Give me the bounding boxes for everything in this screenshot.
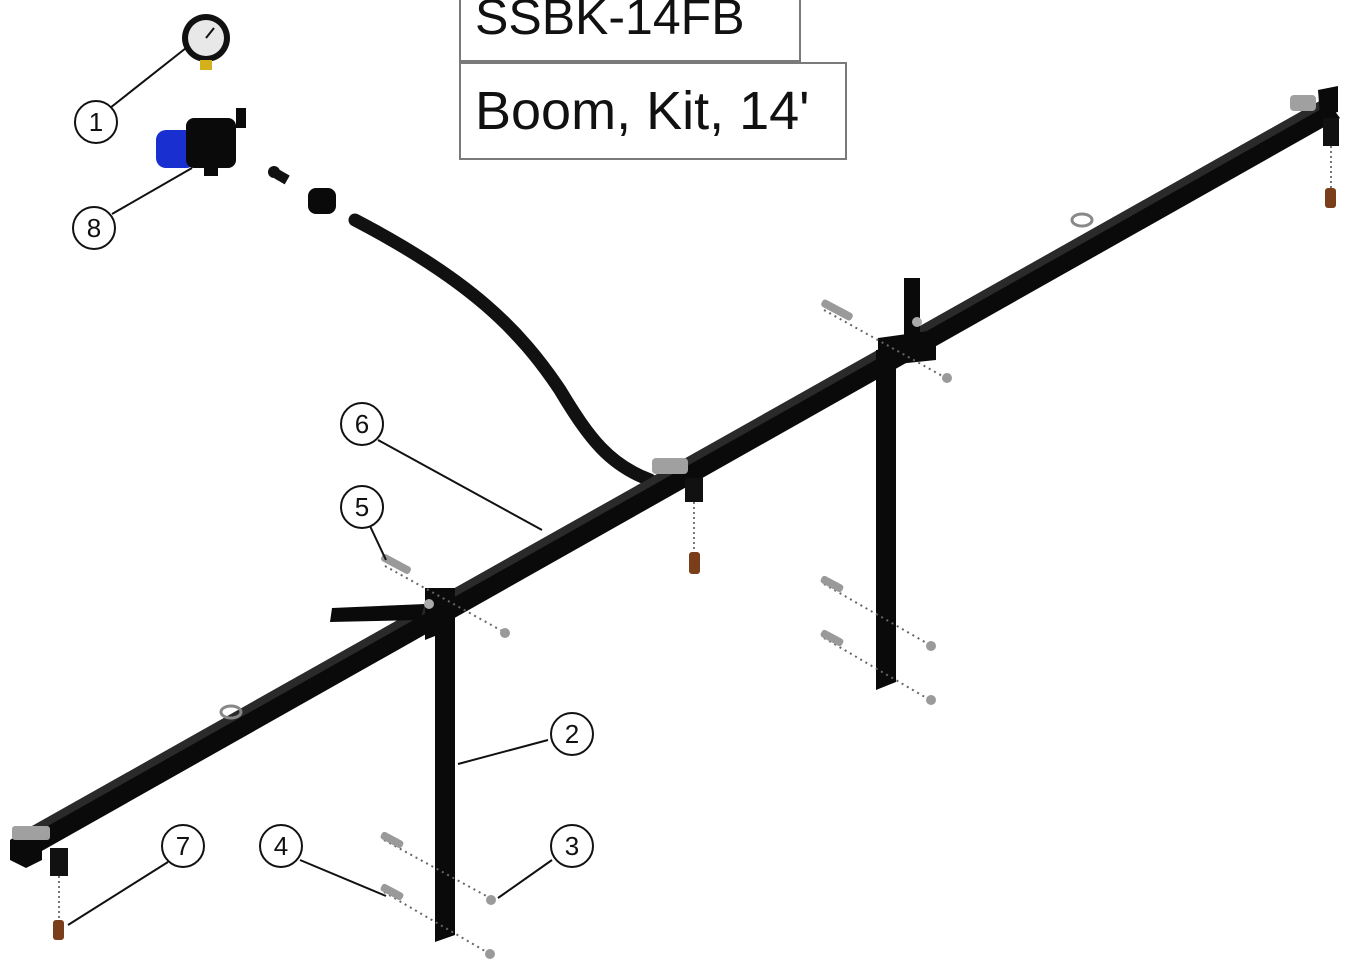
callout-6-label: 6	[355, 409, 369, 439]
part-number-box: SSBK-14FB	[459, 0, 801, 62]
callout-8: 8	[72, 206, 116, 250]
callout-1: 1	[74, 100, 118, 144]
callout-4-label: 4	[274, 831, 288, 861]
eye-bolt	[219, 704, 243, 720]
bolt-set-rear-upper	[821, 299, 952, 383]
rear-mount-bracket	[876, 278, 936, 690]
callout-5-label: 5	[355, 492, 369, 522]
center-nozzle-clamp	[652, 458, 703, 574]
callout-4: 4	[259, 824, 303, 868]
leader-lines	[67, 47, 553, 926]
callout-5: 5	[340, 485, 384, 529]
bolt-set-rear-lower	[820, 575, 936, 705]
hose	[348, 213, 657, 487]
front-mount-bracket	[330, 588, 455, 942]
callout-7-label: 7	[176, 831, 190, 861]
hose-fittings	[268, 166, 336, 214]
right-end-cap	[1290, 86, 1339, 208]
part-number-text: SSBK-14FB	[475, 0, 745, 45]
callout-6: 6	[340, 402, 384, 446]
callout-2-label: 2	[565, 719, 579, 749]
callout-3-label: 3	[565, 831, 579, 861]
callout-8-label: 8	[87, 213, 101, 243]
kit-name-box: Boom, Kit, 14'	[459, 62, 847, 160]
callout-1-label: 1	[89, 107, 103, 137]
eye-bolt	[1070, 212, 1094, 228]
pressure-regulator	[156, 108, 246, 176]
boom-bar	[25, 98, 1340, 852]
left-end-cap	[10, 826, 68, 940]
callout-2: 2	[550, 712, 594, 756]
bolt-set-front-upper	[381, 554, 510, 638]
pressure-gauge	[182, 14, 230, 70]
kit-name-text: Boom, Kit, 14'	[475, 81, 810, 141]
callout-7: 7	[161, 824, 205, 868]
bolt-set-front-lower	[380, 831, 496, 959]
callout-3: 3	[550, 824, 594, 868]
